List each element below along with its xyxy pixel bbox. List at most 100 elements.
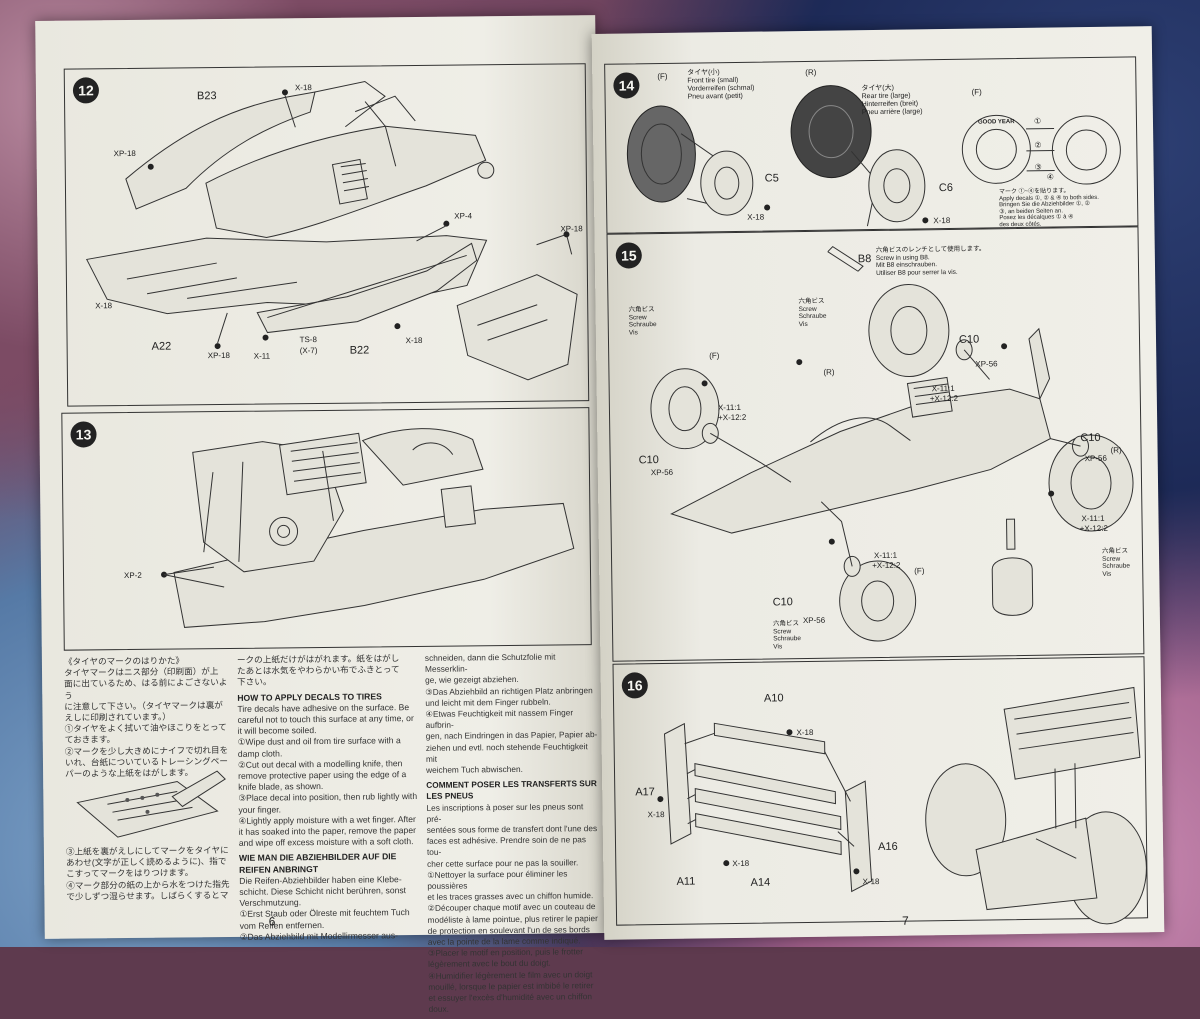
text-line: ①Erst Staub oder Ölreste mit feuchtem Tu… — [239, 907, 410, 920]
label-x11: X-11:1 — [931, 383, 955, 394]
text-line: et essuyer l'excès d'humidité avec un ch… — [428, 991, 593, 1003]
heading-de: WIE MAN DIE ABZIEHBILDER AUF DIE REIFEN … — [238, 851, 397, 875]
label-c10: C10 — [772, 596, 793, 609]
step-13-drawing — [161, 428, 575, 628]
label-front-marker: (F) — [657, 71, 668, 82]
text-line: に注意して下さい。（タイヤマークは裏が — [64, 699, 223, 712]
label-c6: C6 — [938, 181, 954, 195]
text-col1-jp-steps: ③上紙を裏がえしにしてマークをタイヤに あわせ(文字が正しく読めるように)、指で… — [66, 845, 232, 903]
instruction-page-right: 14 (F) タイヤ(小)Front tire (small) Vorderre… — [591, 26, 1165, 940]
label-x18: X-18 — [732, 858, 750, 869]
text-line: cher cette surface pour ne pas la souill… — [427, 856, 579, 869]
label-xp18: XP-18 — [207, 350, 231, 361]
text-col2: ークの上紙だけがはがれます。紙をはがし たあとは水気をやわらかい布でふきとって … — [237, 653, 420, 943]
label-xp56: XP-56 — [975, 359, 998, 369]
text-line: remove protective paper using the edge o… — [238, 769, 407, 781]
label-front-marker: (F) — [914, 566, 925, 576]
label-x12: +X-12:2 — [718, 412, 747, 423]
text-line: Les inscriptions à poser sur les pneus s… — [426, 800, 584, 824]
label-mark-2: ② — [1034, 140, 1042, 150]
label-mark-1: ① — [1033, 116, 1042, 126]
text-line: faces est adhésive. Prendre soin de ne p… — [426, 834, 586, 858]
label-x18: X-18 — [405, 335, 423, 346]
text-col1-jp: 《タイヤのマークのはりかた》 タイヤマークはニス部分（印刷面）が上 面に出ている… — [64, 655, 230, 780]
text-col3: schneiden, dann die Schutzfolie mit Mess… — [425, 651, 601, 1015]
label-x18: X-18 — [647, 810, 665, 820]
label-x18: X-18 — [933, 215, 951, 226]
label-a14: A14 — [750, 876, 771, 889]
label-x18: X-18 — [95, 301, 113, 311]
label-xp18: XP-18 — [560, 224, 583, 234]
text-line: schneiden, dann die Schutzfolie mit Mess… — [424, 651, 556, 675]
page-number-left: 6 — [268, 914, 276, 929]
text-line: で少しずつ湿らせます。しばらくするとマ — [66, 889, 229, 902]
label-c5: C5 — [764, 172, 779, 185]
label-a17: A17 — [635, 786, 655, 799]
text-line: ①タイヤをよく拭いて油やほこりをとって — [64, 722, 227, 734]
step-15-drawing — [650, 245, 1134, 642]
label-x12: +X-12:2 — [1079, 523, 1108, 534]
label-x11: X-11:1 — [873, 550, 898, 561]
label-a10: A10 — [763, 692, 784, 705]
text-line: 下さい。 — [237, 676, 272, 688]
label-x18: X-18 — [294, 83, 312, 93]
text-line: ④Etwas Feuchtigkeit mit nassem Finger au… — [425, 707, 574, 731]
step-15-panel: 15 — [606, 226, 1145, 662]
label-c10: C10 — [1080, 431, 1101, 445]
text-line: schicht. Diese Schicht nicht berühren, s… — [239, 885, 407, 897]
label-xp4: XP-4 — [454, 211, 473, 221]
label-xp56: XP-56 — [802, 615, 826, 626]
b8-note: 六角ビスのレンチとして使用します。Screw in using B8. Mit … — [875, 245, 986, 277]
instruction-page-left: 12 — [35, 15, 605, 1014]
label-x18: X-18 — [747, 212, 765, 222]
step-12-drawing — [85, 80, 578, 381]
text-line: あわせ(文字が正しく読めるように)、指で — [65, 856, 227, 868]
label-c10: C10 — [958, 333, 980, 346]
text-line: ①Nettoyer la surface pour éliminer les p… — [427, 868, 568, 891]
label-ts8: TS-8 — [299, 335, 317, 345]
text-line: ②Das Abziehbild mit Modellirmesser aus- — [239, 930, 399, 942]
label-x12: +X-12:2 — [872, 560, 901, 571]
label-rear-marker: (R) — [1110, 445, 1122, 455]
label-rear-marker: (R) — [805, 67, 817, 77]
step-13-panel: 13 XP-2 — [61, 407, 592, 651]
step-16-panel: 16 A10 X-18 A17 X-18 A16 X — [612, 656, 1149, 926]
text-line: ③Das Abziehbild an richtigen Platz anbri… — [425, 684, 593, 697]
label-b22: B22 — [349, 344, 370, 357]
text-line: ziehen und evtl. noch stehende Feuchtigk… — [425, 740, 588, 764]
label-a16: A16 — [877, 840, 898, 854]
label-b23: B23 — [196, 90, 217, 103]
label-front-marker: (F) — [709, 351, 720, 361]
label-x11: X-11 — [253, 351, 271, 361]
page-number-right: 7 — [902, 913, 909, 928]
text-line: and wipe off excess moisture with a soft… — [238, 836, 414, 849]
step-12-panel: 12 — [63, 63, 590, 407]
step-14-panel: 14 (F) タイヤ(小)Front tire (small) Vorderre… — [604, 56, 1139, 234]
label-goodyear: GOOD YEAR — [977, 119, 1015, 126]
label-rear-marker: (R) — [823, 367, 835, 377]
heading-fr: COMMENT POSER LES TRANSFERTS SUR LES PNE… — [426, 778, 597, 802]
step-14-drawing — [626, 85, 1121, 227]
text-line: ①Wipe dust and oil from tire surface wit… — [237, 735, 401, 748]
label-x11: X-11:1 — [1081, 513, 1105, 524]
label-x12: +X-12:2 — [929, 393, 959, 404]
label-front-marker: (F) — [971, 87, 982, 97]
label-x18: X-18 — [796, 727, 814, 738]
label-mark-3: ③ — [1034, 162, 1042, 172]
text-line: ③Place decal into position, then rub lig… — [238, 791, 418, 804]
text-line: doux. — [428, 1003, 449, 1015]
label-c10: C10 — [638, 454, 659, 467]
label-mark-4: ④ — [1046, 172, 1054, 182]
decal-application-illustration — [76, 770, 226, 838]
label-xp2: XP-2 — [123, 570, 142, 581]
text-line: weichem Tuch abwischen. — [426, 763, 523, 775]
label-xp56: XP-56 — [1084, 453, 1107, 464]
label-b8: B8 — [857, 253, 872, 266]
label-xp18: XP-18 — [113, 148, 136, 159]
label-x7: (X-7) — [299, 346, 318, 356]
text-line: careful not to touch this surface at any… — [237, 713, 414, 725]
